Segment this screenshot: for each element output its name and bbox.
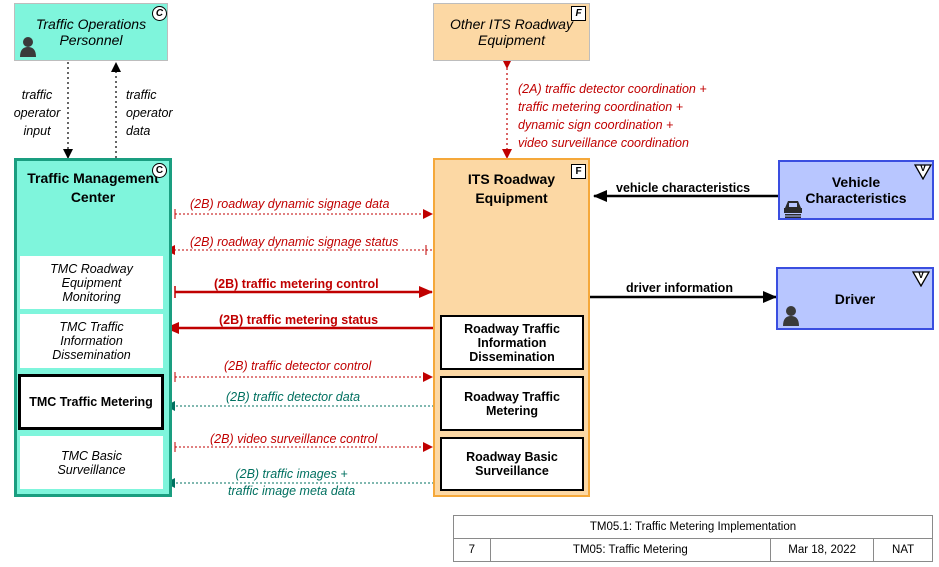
flow-signage-status-label: (2B) roadway dynamic signage status: [190, 235, 399, 249]
vehicle-name-line1: Vehicle: [831, 174, 881, 190]
label-line: (2B) traffic images +: [235, 467, 348, 481]
driver-box[interactable]: Driver V: [776, 267, 934, 330]
sub-label: Surveillance: [475, 464, 549, 478]
tmc-traffic-metering[interactable]: TMC Traffic Metering: [18, 374, 164, 430]
sub-label: Information: [60, 334, 123, 348]
center-class-badge: C: [152, 6, 167, 21]
sub-label: Information: [477, 335, 547, 350]
sub-label: Monitoring: [62, 289, 121, 304]
ops-personnel-name-line2: Personnel: [59, 32, 123, 48]
driver-badge-letter: V: [917, 270, 924, 280]
label-line: operator: [13, 106, 61, 120]
sub-label: Dissemination: [52, 348, 131, 362]
traffic-operations-personnel-box[interactable]: Traffic Operations Personnel C: [14, 3, 168, 61]
label-line: input: [23, 124, 51, 138]
sub-label: Roadway Basic: [466, 450, 558, 464]
vehicle-class-badge: [914, 164, 932, 180]
ops-personnel-name-line1: Traffic Operations: [35, 16, 147, 32]
sub-label: TMC Roadway: [50, 261, 133, 276]
other-its-roadway-equipment-box[interactable]: Other ITS Roadway Equipment F: [433, 3, 590, 61]
vehicle-name-line2: Characteristics: [805, 190, 907, 206]
vehicle-characteristics-box[interactable]: Vehicle Characteristics V: [778, 160, 934, 220]
vehicle-badge-letter: V: [919, 163, 926, 173]
roadway-traffic-metering[interactable]: Roadway Traffic Metering: [440, 376, 584, 431]
sub-label: Dissemination: [469, 349, 555, 364]
flow-metering-control-label: (2B) traffic metering control: [214, 277, 379, 291]
legend-date: Mar 18, 2022: [770, 538, 875, 562]
flow-vehicle-characteristics-label: vehicle characteristics: [616, 181, 751, 195]
sub-label: TMC Basic: [60, 448, 123, 463]
legend-scope: NAT: [873, 538, 933, 562]
flow-signage-data-label: (2B) roadway dynamic signage data: [190, 197, 390, 211]
sub-label: Equipment: [61, 275, 122, 290]
tmc-basic-surveillance[interactable]: TMC Basic Surveillance: [20, 436, 163, 489]
person-icon: [783, 306, 799, 326]
sub-label: Roadway Traffic: [464, 321, 560, 336]
diagram-legend-table: TM05.1: Traffic Metering Implementation …: [453, 515, 933, 562]
tmc-name-line1: Traffic Management: [27, 170, 159, 186]
sub-label: Surveillance: [57, 462, 126, 477]
label-line: traffic image meta data: [228, 484, 356, 498]
label-line: traffic metering coordination +: [518, 100, 684, 114]
flow-detector-control-label: (2B) traffic detector control: [224, 359, 372, 373]
roadway-basic-surveillance[interactable]: Roadway Basic Surveillance: [440, 437, 584, 491]
flow-metering-status-label: (2B) traffic metering status: [219, 313, 379, 327]
flow-video-control-label: (2B) video surveillance control: [210, 432, 378, 446]
field-class-badge: F: [571, 6, 586, 21]
other-its-name-line1: Other ITS Roadway: [450, 16, 573, 32]
label-line: (2A) traffic detector coordination +: [518, 82, 707, 96]
legend-number: 7: [453, 538, 491, 562]
its-name-line2: Equipment: [475, 190, 548, 206]
label-line: traffic: [126, 88, 157, 102]
flow-operator-data-label: traffic operator data: [126, 86, 173, 140]
center-class-badge: C: [152, 163, 167, 178]
label-line: dynamic sign coordination +: [518, 118, 674, 132]
sub-label: Roadway Traffic: [464, 389, 560, 404]
legend-package: TM05: Traffic Metering: [489, 538, 772, 562]
flow-driver-information-label: driver information: [626, 281, 733, 295]
flow-operator-input-label: traffic operator input: [9, 86, 65, 140]
flow-detector-data-label: (2B) traffic detector data: [226, 390, 361, 404]
label-line: video surveillance coordination: [518, 136, 689, 150]
its-name-line1: ITS Roadway: [467, 171, 556, 187]
other-its-name-line2: Equipment: [478, 32, 545, 48]
person-icon: [20, 37, 36, 57]
label-line: operator: [126, 106, 173, 120]
car-icon: [784, 201, 802, 218]
roadway-traffic-information-dissemination[interactable]: Roadway Traffic Information Disseminatio…: [440, 315, 584, 370]
legend-title: TM05.1: Traffic Metering Implementation: [453, 515, 933, 539]
vehicle-class-badge: [912, 271, 930, 287]
sub-label: TMC Traffic: [59, 320, 124, 334]
label-line: data: [126, 124, 151, 138]
label-line: traffic: [21, 88, 53, 102]
flow-images-label: (2B) traffic images + traffic image meta…: [228, 466, 355, 500]
flow-coordination-label: (2A) traffic detector coordination + tra…: [518, 80, 707, 152]
sub-label: TMC Traffic Metering: [29, 395, 153, 409]
tmc-traffic-information-dissemination[interactable]: TMC Traffic Information Dissemination: [20, 314, 163, 368]
driver-name: Driver: [834, 290, 876, 307]
sub-label: Metering: [485, 403, 539, 418]
tmc-name-line2: Center: [70, 189, 116, 205]
field-class-badge: F: [571, 164, 586, 179]
tmc-roadway-equipment-monitoring[interactable]: TMC Roadway Equipment Monitoring: [20, 256, 163, 309]
